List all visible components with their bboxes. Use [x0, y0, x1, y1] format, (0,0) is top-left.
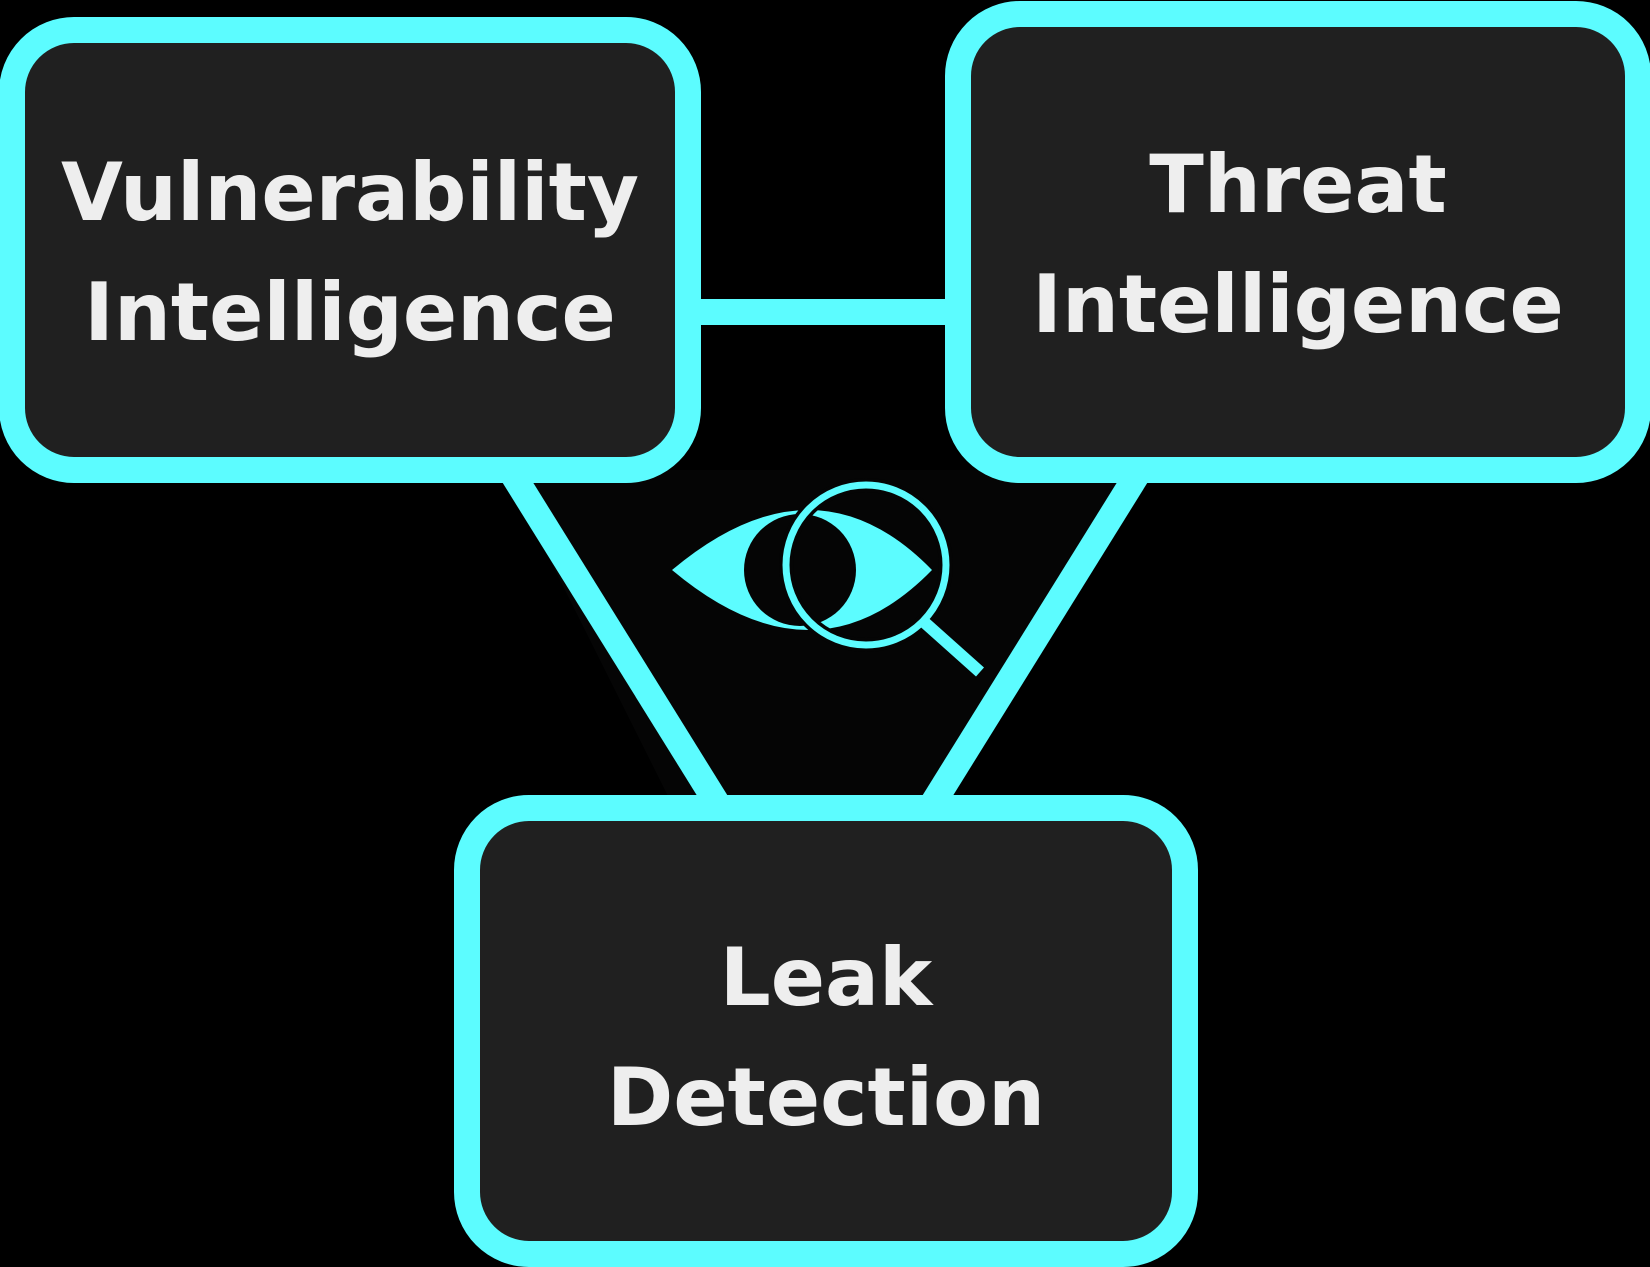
- magnifier-ring: [782, 481, 950, 649]
- node-threat-intelligence: Threat Intelligence: [945, 1, 1650, 483]
- magnifier-handle: [920, 617, 984, 677]
- center-triangle: [505, 470, 1145, 1040]
- node-label-line2: Detection: [607, 1051, 1045, 1144]
- node-box: [0, 17, 701, 483]
- eye-magnifier-icon: [672, 478, 984, 677]
- node-label-line1: Leak: [720, 931, 934, 1024]
- node-vulnerability-intelligence: Vulnerability Intelligence: [0, 17, 701, 483]
- node-label-line2: Intelligence: [1032, 258, 1564, 351]
- connectors: [498, 299, 1152, 815]
- node-label-line1: Vulnerability: [61, 146, 639, 239]
- node-box: [945, 1, 1650, 483]
- node-leak-detection: Leak Detection: [454, 795, 1198, 1267]
- node-label-line2: Intelligence: [84, 266, 616, 359]
- connector-vuln-leak: [498, 463, 732, 815]
- node-label-line1: Threat: [1149, 138, 1446, 231]
- node-box: [454, 795, 1198, 1267]
- eye-pupil: [744, 514, 856, 626]
- connector-threat-leak: [918, 463, 1152, 815]
